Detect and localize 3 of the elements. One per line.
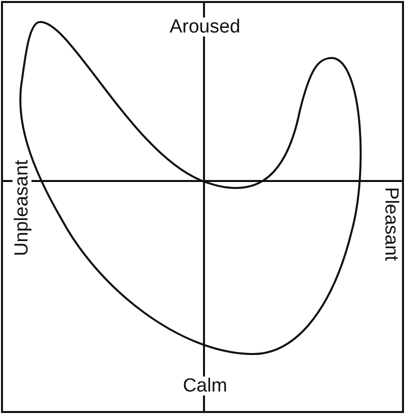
axis-label: Calm <box>182 376 228 396</box>
axis-label: Aroused <box>168 18 242 36</box>
axis-label: Unpleasant <box>12 158 32 258</box>
